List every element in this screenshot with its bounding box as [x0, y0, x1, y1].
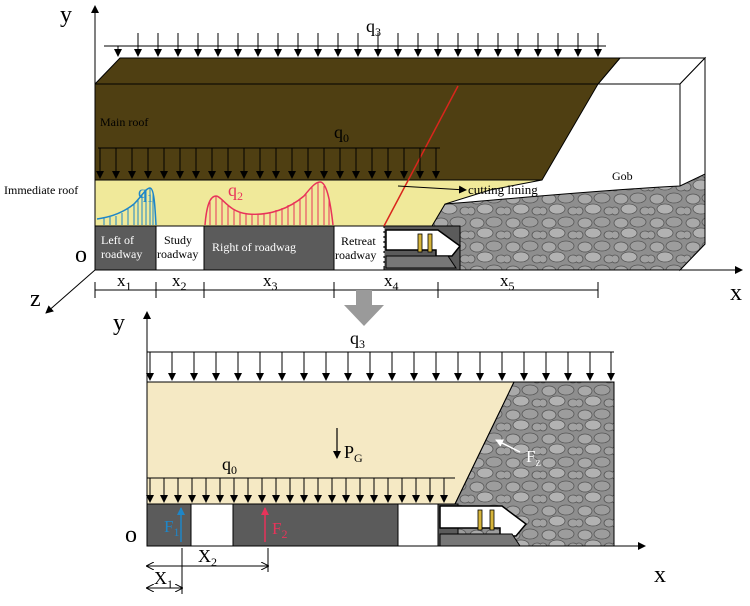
bottom-y-label: y: [113, 310, 125, 336]
top-x-label: x: [730, 280, 742, 306]
top-diagram: [45, 5, 743, 314]
bottom-q0-arrows: [146, 477, 455, 503]
q0-load-arrows: [96, 147, 440, 179]
cutting-line: [383, 85, 459, 227]
top-z-axis: [45, 269, 96, 314]
bottom-origin-label: o: [125, 522, 137, 548]
right-coal-pillar: [203, 225, 335, 271]
bottom-q0-label: q0: [222, 454, 237, 477]
f2-label: F2: [272, 519, 287, 541]
immediate-roof-label: Immediate roof: [4, 183, 78, 197]
top-z-label: z: [30, 286, 41, 312]
coal-pillar-right: [232, 503, 399, 547]
top-origin-label: o: [75, 242, 87, 268]
bottom-x-label: x: [654, 562, 666, 588]
gob-rubble: [431, 173, 706, 271]
roof-beam: [147, 382, 514, 504]
bottom-q3-label: q3: [350, 328, 365, 351]
bottom-q3-arrows: [146, 351, 615, 381]
right-roadway-label: Right of roadwag: [212, 240, 296, 254]
pg-label: PG: [344, 442, 363, 465]
retreat-roadway: [333, 225, 385, 271]
bottom-diagram: [143, 311, 646, 594]
dim-x1: x1: [117, 271, 132, 293]
top-dimension-line: [94, 282, 599, 298]
dim-x2: x2: [172, 271, 187, 293]
q3-load-arrows: [104, 33, 606, 57]
cutting-lining-arrow: [397, 185, 467, 194]
fz-label: Fz: [526, 447, 541, 469]
dim-X2-label: X2: [198, 546, 217, 569]
hydraulic-support-bottom: [439, 505, 528, 547]
dim-X1-label: X1: [154, 568, 173, 591]
q3-label: q3: [366, 16, 381, 39]
transition-arrow: [344, 290, 384, 326]
top-y-label: y: [60, 2, 72, 28]
fz-arrow: [495, 439, 521, 453]
q2-label: q2: [228, 180, 243, 203]
roadway-gap-1: [190, 503, 234, 547]
cutting-lining-label: cutting lining: [468, 182, 538, 197]
left-coal-pillar: [94, 225, 157, 271]
dim-x4: x4: [384, 271, 399, 293]
main-roof: [94, 57, 622, 181]
q0-label: q0: [334, 122, 349, 145]
q1-stress-curve: [96, 187, 157, 226]
gob-label: Gob: [612, 169, 633, 183]
f1-label: F1: [164, 517, 179, 539]
dim-x5: x5: [500, 271, 515, 293]
q2-stress-curve: [204, 181, 334, 226]
dim-x3: x3: [263, 271, 278, 293]
main-roof-label: Main roof: [100, 115, 148, 129]
hydraulic-support-top: [385, 229, 462, 269]
study-roadway: [155, 225, 205, 271]
roadway-gap-2: [397, 503, 439, 547]
q1-label: q1: [138, 182, 153, 205]
